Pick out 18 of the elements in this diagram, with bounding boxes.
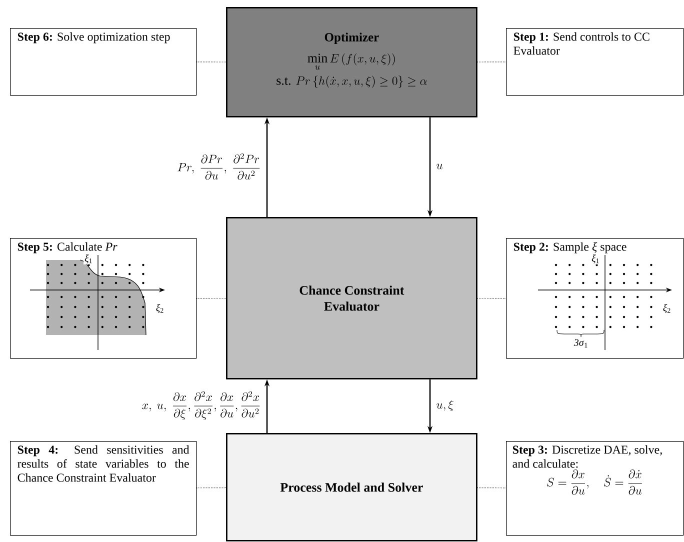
- axis-label: ξ$_{2}$: [662, 303, 672, 314]
- edge-label: $x,\ u,\ \frac{\partial x}{\partial \xi},\frac{\partial^2 x}{\partial \xi^2},\frac{\partial x}{\partial u},\frac{\partial^2 x}{\partial u^2}$: [140, 390, 262, 421]
- edge-label: $u,\xi$: [435, 399, 455, 412]
- connector-line: [477, 487, 506, 488]
- axis-label: ξ$_{1}$: [590, 254, 601, 264]
- connector-line: [196, 487, 226, 488]
- edge-label: $u$: [435, 162, 444, 170]
- connector-line: [477, 298, 506, 299]
- step-box: Step 3: Discretize DAE, solve, and calculate: $S=\frac{\partial x}{\partial u},\quad \dot{S}=\frac{\partial \dot{x}}{\partial u}$: [506, 441, 684, 536]
- process-box: Process Model and Solver: [226, 433, 478, 542]
- axis-label: 3σ$_{1}$: [572, 338, 590, 348]
- process-box: Chance Constraint Evaluator: [226, 217, 478, 380]
- process-box: Optimizer $\min_{u} E\left(f(x,u,\xi)\right)$ $\text{s.t. } Pr\left\{h(\dot{x},x,u,\xi)\geq 0\right\}\geq\alpha$: [226, 7, 478, 118]
- step-box: Step 1: Send controls to CC Evaluator: [506, 28, 684, 96]
- step-box: Step 6: Solve optimization step: [10, 28, 197, 96]
- edge-label: $Pr,\ \frac{\partial Pr}{\partial u},\ \frac{\partial^2 Pr}{\partial u^2}$: [176, 152, 262, 180]
- step-box: Step 4: Send sensitivities and results of state variables to the Chance Constraint Evaluator: [10, 441, 197, 536]
- connector-line: [196, 298, 226, 299]
